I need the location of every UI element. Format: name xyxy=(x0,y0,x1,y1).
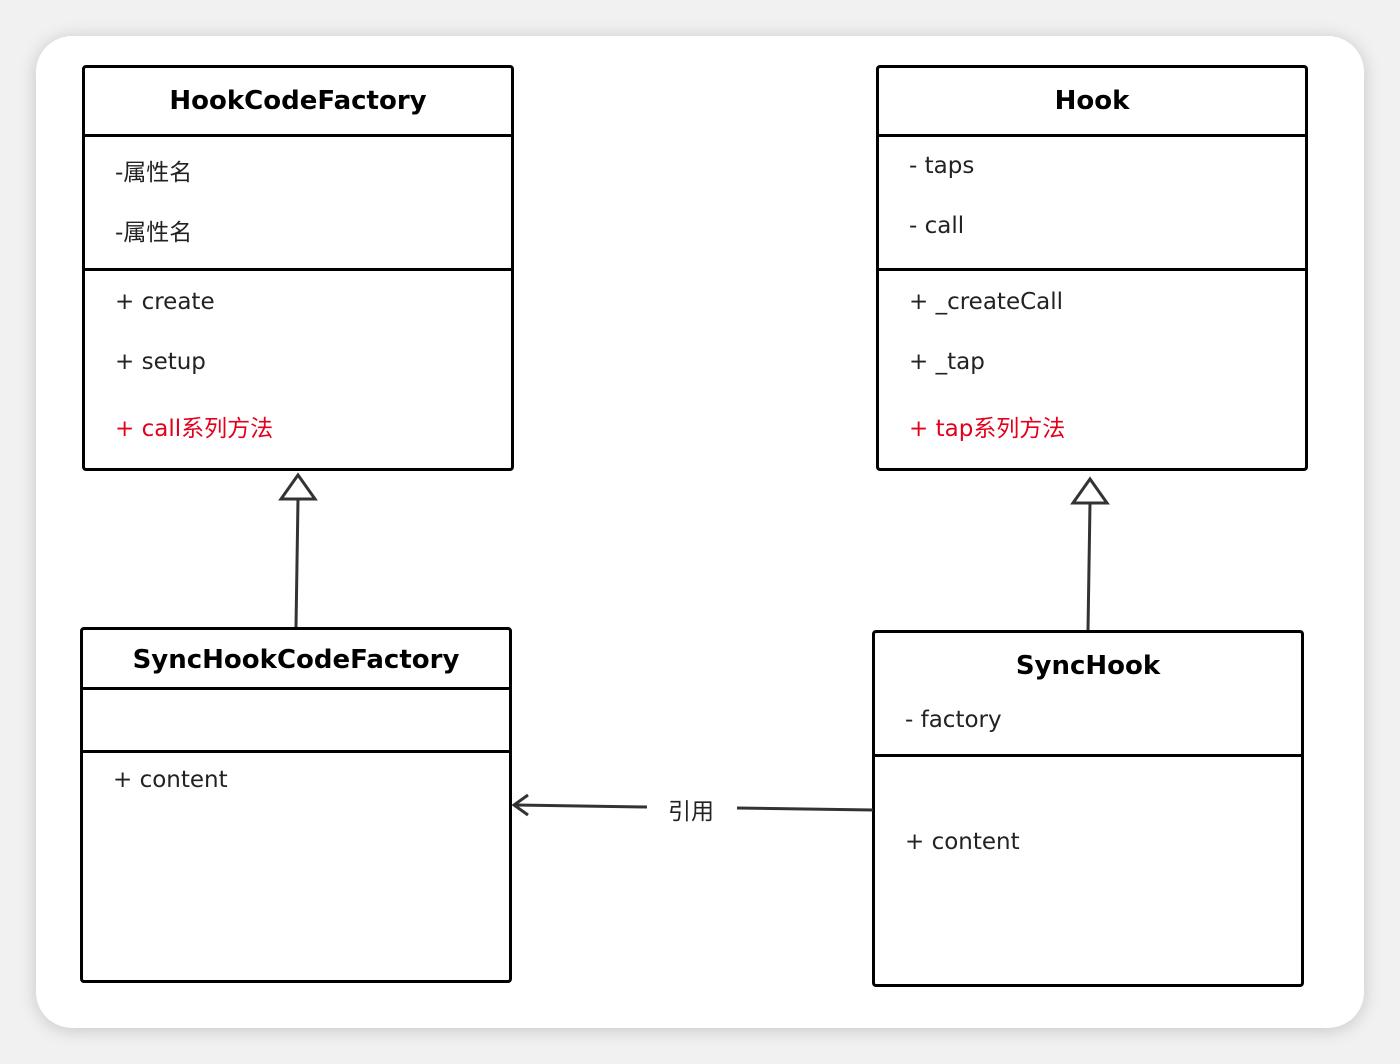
method: + _createCall xyxy=(909,289,1064,315)
reference-label: 引用 xyxy=(668,792,714,826)
attribute: - factory xyxy=(905,707,1002,733)
attribute: -属性名 xyxy=(115,160,193,186)
methods-section: + content xyxy=(83,753,509,980)
method-highlighted: + call系列方法 xyxy=(115,416,274,442)
methods-section: + content xyxy=(875,757,1301,984)
class-hook[interactable]: Hook - taps - call + _createCall + _tap … xyxy=(876,65,1308,471)
method-highlighted: + tap系列方法 xyxy=(909,416,1066,442)
attributes-section: - taps - call xyxy=(879,137,1305,271)
attribute: -属性名 xyxy=(115,220,193,246)
class-sync-hook-code-factory[interactable]: SyncHookCodeFactory + content xyxy=(80,627,512,983)
class-sync-hook[interactable]: SyncHook - factory + content xyxy=(872,630,1304,987)
class-name: Hook xyxy=(879,68,1305,137)
methods-section: + create + setup + call系列方法 xyxy=(85,271,511,468)
class-hook-code-factory[interactable]: HookCodeFactory -属性名 -属性名 + create + set… xyxy=(82,65,514,471)
attributes-section: - factory xyxy=(875,695,1301,757)
attributes-section xyxy=(83,690,509,753)
method: + content xyxy=(113,767,228,793)
attributes-section: -属性名 -属性名 xyxy=(85,137,511,271)
method: + create xyxy=(115,289,215,315)
class-name: SyncHookCodeFactory xyxy=(83,630,509,690)
attribute: - call xyxy=(909,213,965,239)
method: + _tap xyxy=(909,349,985,375)
method: + content xyxy=(905,829,1020,855)
attribute: - taps xyxy=(909,153,975,179)
method: + setup xyxy=(115,349,206,375)
class-name: HookCodeFactory xyxy=(85,68,511,137)
class-name: SyncHook xyxy=(1015,651,1161,681)
methods-section: + _createCall + _tap + tap系列方法 xyxy=(879,271,1305,468)
